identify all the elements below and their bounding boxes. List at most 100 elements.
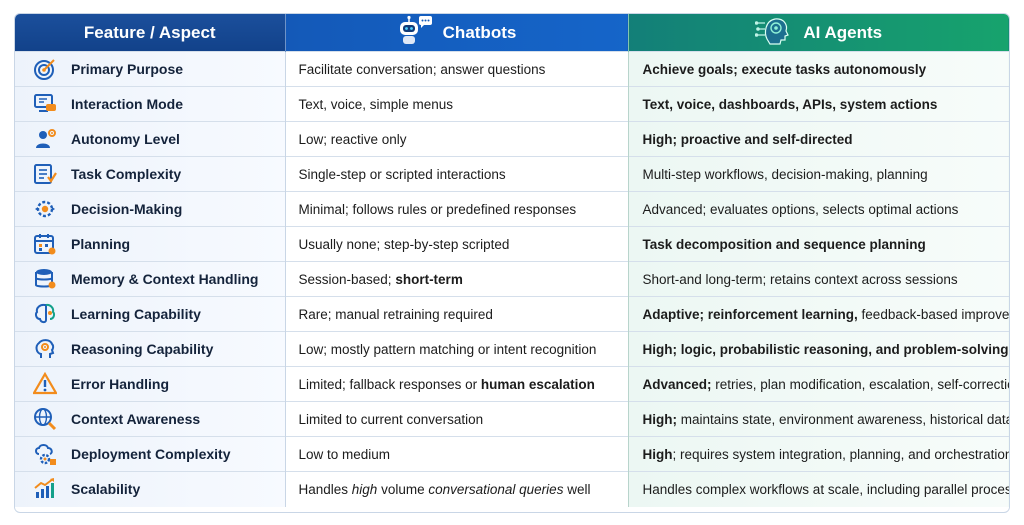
feature-cell: Autonomy Level [15,121,286,157]
monitor-chat-icon [33,92,57,116]
feature-cell: Interaction Mode [15,86,286,122]
cell-text: High [642,446,673,462]
chatbot-cell: Text, voice, simple menus [285,86,629,122]
cell-text: Limited; fallback responses or [298,376,481,392]
feature-cell: Reasoning Capability [15,331,286,367]
cell-text: Advanced; evaluates options, selects opt… [642,201,959,217]
feature-label: Context Awareness [71,411,201,427]
feature-label: Reasoning Capability [71,341,214,357]
ai-agent-cell: Adaptive; reinforcement learning, feedba… [628,296,1009,332]
chatbot-cell: Session-based; short-term [285,261,629,297]
header-chatbots: Chatbots [284,14,628,52]
cell-text: volume [377,481,429,497]
cell-text: human escalation [480,376,595,392]
cell-text: Text, voice, simple menus [298,96,454,112]
feature-label: Memory & Context Handling [71,271,259,287]
cell-text: Low to medium [298,446,391,462]
table-row: Learning Capability Rare; manual retraini… [15,296,1009,332]
feature-cell: Planning [15,226,286,262]
ai-agent-cell: Handles complex workflows at scale, incl… [628,471,1009,507]
cell-text: Multi-step workflows, decision-making, p… [642,166,928,182]
feature-label: Interaction Mode [71,96,184,112]
table-row: Autonomy Level Low; reactive only High; pr… [15,121,1009,157]
database-icon [33,267,57,291]
target-icon [33,57,57,81]
table-body: Primary Purpose Facilitate conversation; … [15,51,1010,507]
cell-text: Limited to current conversation [298,411,484,427]
chatbot-cell: Limited; fallback responses or human esc… [285,366,629,402]
chatbot-cell: Rare; manual retraining required [285,296,629,332]
chatbot-cell: Low to medium [285,436,629,472]
feature-cell: Primary Purpose [15,51,286,87]
header-chatbots-label: Chatbots [442,22,517,42]
header-feature-label: Feature / Aspect [83,22,216,42]
cell-text: Low; reactive only [298,131,407,147]
ai-agent-cell: Achieve goals; execute tasks autonomousl… [628,51,1009,87]
header-feature: Feature / Aspect [15,14,285,52]
cell-text: feedback-based improvement [861,306,1009,322]
robot-chat-icon [397,15,433,50]
chatbot-cell: Usually none; step-by-step scripted [285,226,629,262]
cell-text: Short-and long-term; retains context acr… [642,271,958,287]
comparison-table: Feature / Aspect [15,14,1009,507]
feature-cell: Error Handling [15,366,286,402]
warning-icon [33,372,57,396]
feature-label: Primary Purpose [71,61,184,77]
feature-label: Learning Capability [71,306,201,322]
cell-text: conversational queries [428,481,564,497]
feature-cell: Task Complexity [15,156,286,192]
cell-text: high [351,481,378,497]
checklist-icon [33,162,57,186]
table-row: Context Awareness Limited to current conv… [15,401,1009,437]
ai-agent-cell: Advanced; retries, plan modification, es… [628,366,1009,402]
growth-chart-icon [33,477,57,501]
ai-agent-cell: Advanced; evaluates options, selects opt… [628,191,1009,227]
globe-search-icon [33,407,57,431]
feature-label: Error Handling [71,376,170,392]
cell-text: High; proactive and self-directed [642,131,853,147]
feature-label: Autonomy Level [71,131,180,147]
ai-agent-cell: Task decomposition and sequence planning [628,226,1009,262]
cell-text: maintains state, environment awareness, … [680,411,1009,427]
table-row: Decision-Making Minimal; follows rules or… [15,191,1009,227]
header-row: Feature / Aspect [15,14,1009,52]
cell-text: High; logic, probabilistic reasoning, an… [642,341,1009,357]
feature-label: Decision-Making [71,201,183,217]
cell-text: High; [642,411,681,427]
table-row: Interaction Mode Text, voice, simple menu… [15,86,1009,122]
cell-text: retries, plan modification, escalation, … [715,376,1009,392]
cell-text: Usually none; step-by-step scripted [298,236,510,252]
cell-text: Advanced; [642,376,716,392]
cell-text: ; requires system integration, planning,… [672,446,1010,462]
brain-gear-icon [33,337,57,361]
cell-text: Low; mostly pattern matching or intent r… [298,341,597,357]
cell-text: Task decomposition and sequence planning [642,236,926,252]
feature-cell: Decision-Making [15,191,286,227]
ai-agent-cell: High; logic, probabilistic reasoning, an… [628,331,1009,367]
ai-agent-cell: Short-and long-term; retains context acr… [628,261,1009,297]
feature-label: Planning [71,236,131,252]
feature-cell: Learning Capability [15,296,286,332]
ai-agent-cell: High; requires system integration, plann… [628,436,1010,472]
cell-text: well [563,481,591,497]
ai-agent-cell: High; proactive and self-directed [628,121,1009,157]
cell-text: Facilitate conversation; answer question… [298,61,546,77]
feature-label: Scalability [71,481,141,498]
chatbot-cell: Single-step or scripted interactions [285,156,629,192]
feature-cell: Deployment Complexity [15,436,286,472]
table-row: Planning Usually none; step-by-step scrip… [15,226,1009,262]
header-ai-agents-label: AI Agents [803,22,883,42]
table-row: Memory & Context Handling Session-based; … [15,261,1009,297]
feature-cell: Memory & Context Handling [15,261,286,297]
chatbot-cell: Low; reactive only [285,121,629,157]
cell-text: Text, voice, dashboards, APIs, system ac… [642,96,938,112]
feature-label: Task Complexity [71,166,182,182]
chatbot-cell: Minimal; follows rules or predefined res… [285,191,629,227]
table-row: Deployment Complexity Low to medium High; … [15,436,1010,472]
person-gear-icon [33,127,57,151]
decision-gear-icon [33,197,57,221]
brain-icon [33,302,57,326]
chatbot-cell: Facilitate conversation; answer question… [285,51,629,87]
cell-text: Session-based; [298,271,396,287]
